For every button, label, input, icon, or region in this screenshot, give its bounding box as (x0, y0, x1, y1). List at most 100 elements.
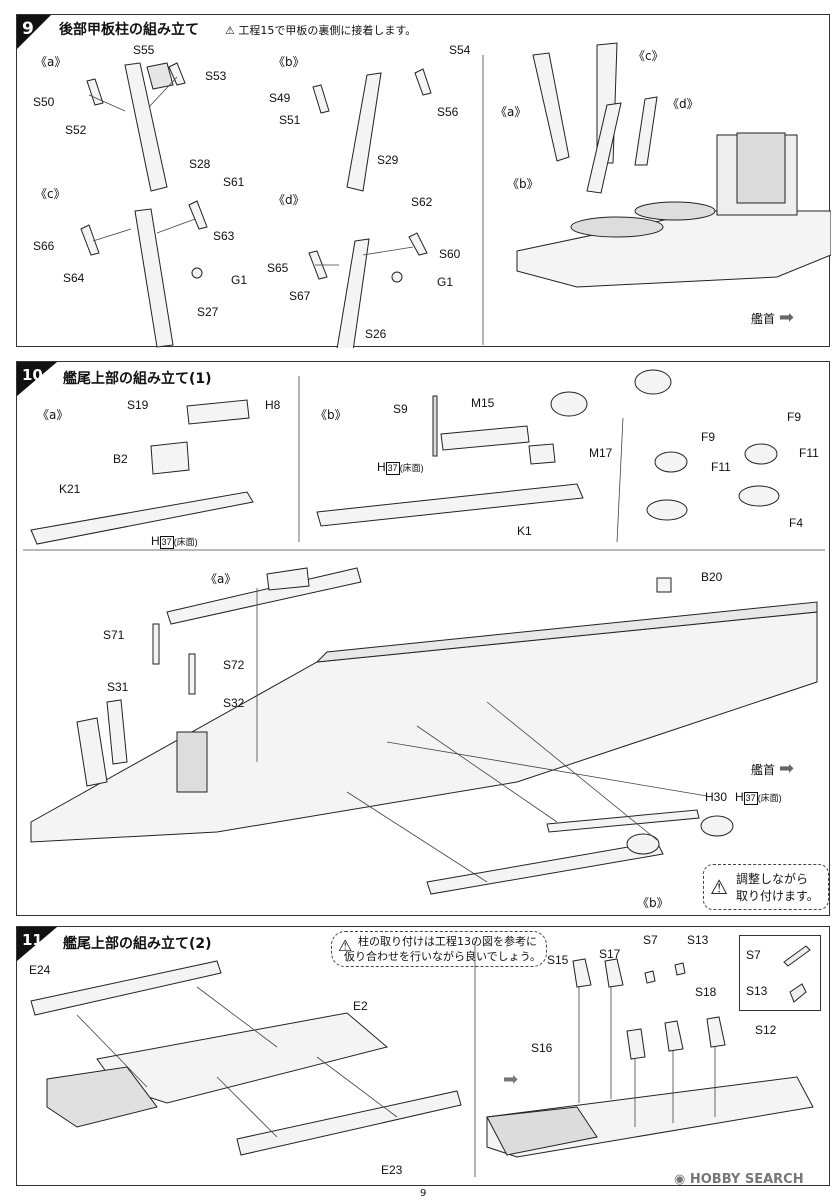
part-K21 (30, 491, 254, 545)
part-label: G1 (437, 275, 454, 289)
part-label: B20 (701, 570, 723, 584)
warning-icon: ⚠ (710, 875, 728, 899)
step-number-badge: 11 (17, 927, 57, 961)
part-label: S67 (289, 289, 311, 303)
part-label: F9 (787, 410, 802, 424)
part-label: S9 (393, 402, 408, 416)
step-number-badge: 10 (17, 362, 57, 396)
part-K1 (316, 483, 584, 527)
mast-b (346, 72, 382, 192)
mast-c (134, 208, 174, 348)
part-label: S61 (223, 175, 245, 189)
part-label: S51 (279, 113, 301, 127)
part-label: S18 (695, 985, 717, 999)
part-label: G1 (231, 273, 248, 287)
part-label: K1 (517, 524, 532, 538)
part-label: S27 (197, 305, 219, 319)
mast-d (336, 238, 370, 348)
mast-a (124, 62, 168, 192)
group-a2-label: 《a》 (205, 572, 237, 586)
warning-icon: ⚠ (338, 936, 353, 955)
part-label: S66 (33, 239, 55, 253)
group-b-label: 《b》 (315, 408, 347, 422)
group-c-label: 《c》 (35, 187, 66, 201)
part-label: S32 (223, 696, 245, 710)
step-title: 後部甲板柱の組み立て (59, 22, 199, 38)
parts-legend: S7 S13 (739, 935, 821, 1011)
part-label: S13 (687, 933, 709, 947)
post-d (634, 96, 658, 166)
ship-hull (516, 210, 831, 288)
part-label: B2 (113, 452, 128, 466)
group-a-label: 《a》 (37, 408, 69, 422)
part-label: H8 (265, 398, 281, 412)
part-label: M15 (471, 396, 495, 410)
post-a (532, 52, 570, 162)
part-label: F11 (799, 446, 819, 460)
part-label: E23 (381, 1163, 403, 1177)
part-label: S72 (223, 658, 245, 672)
adjust-note-box: ⚠ 調整しながら 取り付けます。 (703, 864, 829, 910)
part-label: E24 (29, 963, 51, 977)
part-label: F11 (711, 460, 731, 474)
group-d-label: 《d》 (273, 193, 305, 207)
part-label: S31 (107, 680, 129, 694)
part-label: S17 (599, 947, 621, 961)
part-label: S71 (103, 628, 125, 642)
part-label: S65 (267, 261, 289, 275)
ship-c-label: 《c》 (633, 49, 664, 63)
step-title: 艦尾上部の組み立て(2) (63, 936, 212, 952)
part-label: S7 (643, 933, 658, 947)
warning-note: ⚠ 工程15で甲板の裏側に接着します。 (225, 24, 417, 37)
part-label: S60 (439, 247, 461, 261)
part-label: S62 (411, 195, 433, 209)
part-label: S12 (755, 1023, 777, 1037)
group-a-label: 《a》 (35, 55, 67, 69)
part-label: S52 (65, 123, 87, 137)
part-label: S49 (269, 91, 291, 105)
part-label: E2 (353, 999, 368, 1013)
arrow-right-icon: ➡ (778, 307, 794, 328)
group-b2-label: 《b》 (637, 896, 669, 910)
step-11-panel: 11 艦尾上部の組み立て(2) ⚠ 柱の取り付けは工程13の図を参考に 仮り合わ… (16, 926, 830, 1186)
ship-b-label: 《b》 (507, 177, 539, 191)
step-9-panel: 9 後部甲板柱の組み立て ⚠ 工程15で甲板の裏側に接着します。 (16, 14, 831, 348)
part-label: S63 (213, 229, 235, 243)
part-label: S53 (205, 69, 227, 83)
part-label: F9 (701, 430, 716, 444)
part-label: S64 (63, 271, 85, 285)
turret-F (550, 391, 588, 417)
part-label: S55 (133, 43, 155, 57)
bow-label: 艦首 ➡ (751, 307, 794, 328)
hobby-search-watermark: ◉ HOBBY SEARCH (674, 1172, 804, 1187)
part-label: S16 (531, 1041, 553, 1055)
ship-d-label: 《d》 (667, 97, 699, 111)
part-label: S50 (33, 95, 55, 109)
part-label: S19 (127, 398, 149, 412)
logo-icon: ◉ (674, 1172, 686, 1187)
ship-a-label: 《a》 (495, 105, 527, 119)
step-number-badge: 9 (17, 15, 51, 49)
part-E24 (30, 960, 222, 1016)
warning-icon: ⚠ (225, 24, 235, 37)
step-10-panel: 10 艦尾上部の組み立て(1) (16, 361, 830, 916)
insert-arrow-icon: ➡ (503, 1069, 519, 1090)
part-E23 (236, 1090, 462, 1156)
part-label: S54 (449, 43, 471, 57)
post-b (586, 102, 622, 194)
step11-drawing (30, 941, 814, 1177)
step10-drawing (23, 369, 825, 895)
part-label: S28 (189, 157, 211, 171)
part-label: S29 (377, 153, 399, 167)
part-b-deck (426, 841, 664, 895)
part-label: S56 (437, 105, 459, 119)
info-note: ⚠ 柱の取り付けは工程13の図を参考に 仮り合わせを行いながら良いでしょう。 (331, 931, 547, 967)
arrow-right-icon: ➡ (778, 758, 794, 779)
part-label: K21 (59, 482, 81, 496)
part-H30 (546, 809, 700, 833)
page-number: 9 (420, 1188, 427, 1199)
bow-label: 艦首 ➡ (751, 758, 794, 779)
step9-drawing (80, 42, 831, 348)
